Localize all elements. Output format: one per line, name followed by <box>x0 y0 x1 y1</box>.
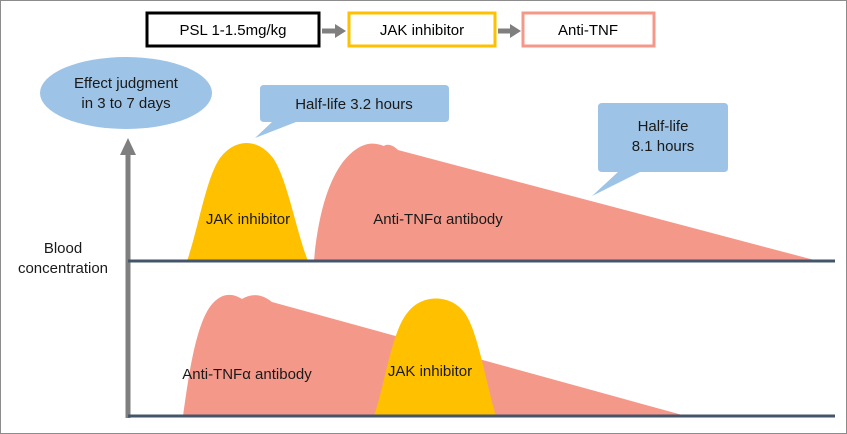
effect-judgment-line2: in 3 to 7 days <box>81 95 170 112</box>
bottom-jak-curve <box>374 298 496 416</box>
top-jak-label: JAK inhibitor <box>206 211 290 228</box>
callout-jak-halflife: Half-life 3.2 hours <box>255 85 449 138</box>
y-axis-label-line2: concentration <box>18 260 108 277</box>
bottom-jak-label: JAK inhibitor <box>388 363 472 380</box>
effect-judgment-ellipse: Effect judgment in 3 to 7 days <box>40 57 212 129</box>
callout-jak-halflife-text: Half-life 3.2 hours <box>295 96 413 113</box>
top-tnf-curve <box>314 143 818 261</box>
flow-step-psl: PSL 1-1.5mg/kg <box>145 11 321 48</box>
bottom-panel: Anti-TNFα antibody JAK inhibitor <box>128 294 835 418</box>
top-jak-curve <box>187 143 308 261</box>
callout-tnf-halflife: Half-life 8.1 hours <box>592 103 728 196</box>
y-axis-label-line1: Blood <box>44 240 82 257</box>
callout-tnf-halflife-line2: 8.1 hours <box>632 138 695 155</box>
flow-arrow-2 <box>498 24 521 38</box>
effect-judgment-line1: Effect judgment <box>74 75 179 92</box>
bottom-tnf-label: Anti-TNFα antibody <box>182 366 312 383</box>
y-axis <box>120 138 136 418</box>
callout-tnf-halflife-line1: Half-life <box>638 118 689 135</box>
flow-arrow-1 <box>322 24 346 38</box>
flow-step-tnf: Anti-TNF <box>521 11 656 48</box>
flow-step-tnf-label: Anti-TNF <box>558 22 618 39</box>
top-panel: JAK inhibitor Anti-TNFα antibody <box>128 143 835 263</box>
top-tnf-label: Anti-TNFα antibody <box>373 211 503 228</box>
flow-step-psl-label: PSL 1-1.5mg/kg <box>180 22 287 39</box>
flow-step-jak-label: JAK inhibitor <box>380 22 464 39</box>
flow-step-jak: JAK inhibitor <box>347 11 497 48</box>
